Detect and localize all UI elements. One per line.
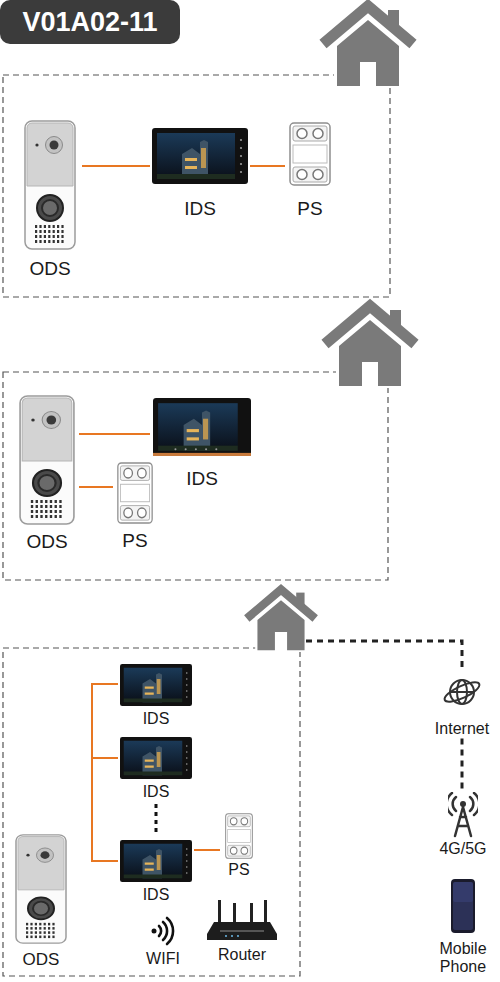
cell-tower-node: 4G/5G [433, 792, 493, 858]
indoor-monitor-node: IDS [118, 664, 194, 728]
device-label: ODS [15, 531, 79, 553]
indoor-monitor-icon [120, 737, 192, 779]
diagram-title: V01A02-11 [0, 0, 180, 44]
indoor-monitor-icon [120, 664, 192, 706]
power-supply-icon [289, 122, 331, 186]
power-supply-node: PS [113, 462, 157, 552]
wifi-icon-node: WIFI [138, 916, 188, 968]
door-station-node: ODS [18, 120, 82, 280]
cable-line [79, 433, 150, 435]
indoor-monitor-node: IDS [150, 128, 250, 220]
device-label: 4G/5G [433, 840, 493, 858]
door-station-node: ODS [10, 834, 72, 970]
wifi-icon-icon [148, 916, 178, 946]
cable-line [92, 758, 118, 861]
indoor-monitor-node: IDS [150, 398, 254, 490]
network-link [461, 738, 464, 792]
home-frame [3, 75, 390, 297]
device-label: Mobile Phone [428, 940, 498, 977]
router-icon-node: Router [204, 900, 280, 964]
cable-line [250, 165, 285, 167]
internet-globe-node: Internet [426, 672, 498, 738]
device-label: IDS [150, 198, 250, 220]
cable-line [82, 165, 150, 167]
device-label: ODS [18, 258, 82, 280]
device-label: PS [285, 198, 335, 220]
device-label: PS [113, 530, 157, 552]
door-station-icon [24, 120, 76, 250]
device-label: PS [220, 861, 258, 879]
device-label: Router [204, 946, 280, 964]
indoor-monitor-icon [120, 840, 192, 882]
internet-globe-icon [442, 672, 482, 712]
door-station-icon [19, 395, 75, 525]
cell-tower-icon [448, 792, 478, 838]
home-frame [3, 372, 388, 580]
device-label: IDS [118, 886, 194, 904]
indoor-monitor-node: IDS [118, 840, 194, 904]
power-supply-node: PS [285, 122, 335, 220]
more-dots [155, 804, 158, 834]
internet-link [306, 641, 462, 670]
house-icon [315, 0, 421, 88]
device-label: IDS [150, 468, 254, 490]
device-label: Internet [426, 720, 498, 738]
device-label: WIFI [138, 950, 188, 968]
device-label: IDS [118, 783, 194, 801]
door-station-icon [15, 834, 67, 944]
cable-line [92, 684, 118, 758]
indoor-monitor-icon [153, 398, 251, 456]
mobile-phone-icon [450, 878, 476, 934]
power-supply-icon [117, 462, 153, 524]
home-frame [3, 648, 300, 976]
indoor-monitor-node: IDS [118, 737, 194, 801]
device-label: IDS [118, 710, 194, 728]
mobile-phone-node: Mobile Phone [428, 878, 498, 977]
cable-line [79, 486, 113, 488]
cable-line [194, 849, 220, 851]
house-icon [317, 298, 423, 388]
router-icon-icon [206, 900, 278, 944]
power-supply-icon [225, 813, 253, 859]
power-supply-node: PS [220, 813, 258, 879]
door-station-node: ODS [15, 395, 79, 553]
indoor-monitor-icon [152, 128, 248, 184]
device-label: ODS [10, 950, 72, 970]
